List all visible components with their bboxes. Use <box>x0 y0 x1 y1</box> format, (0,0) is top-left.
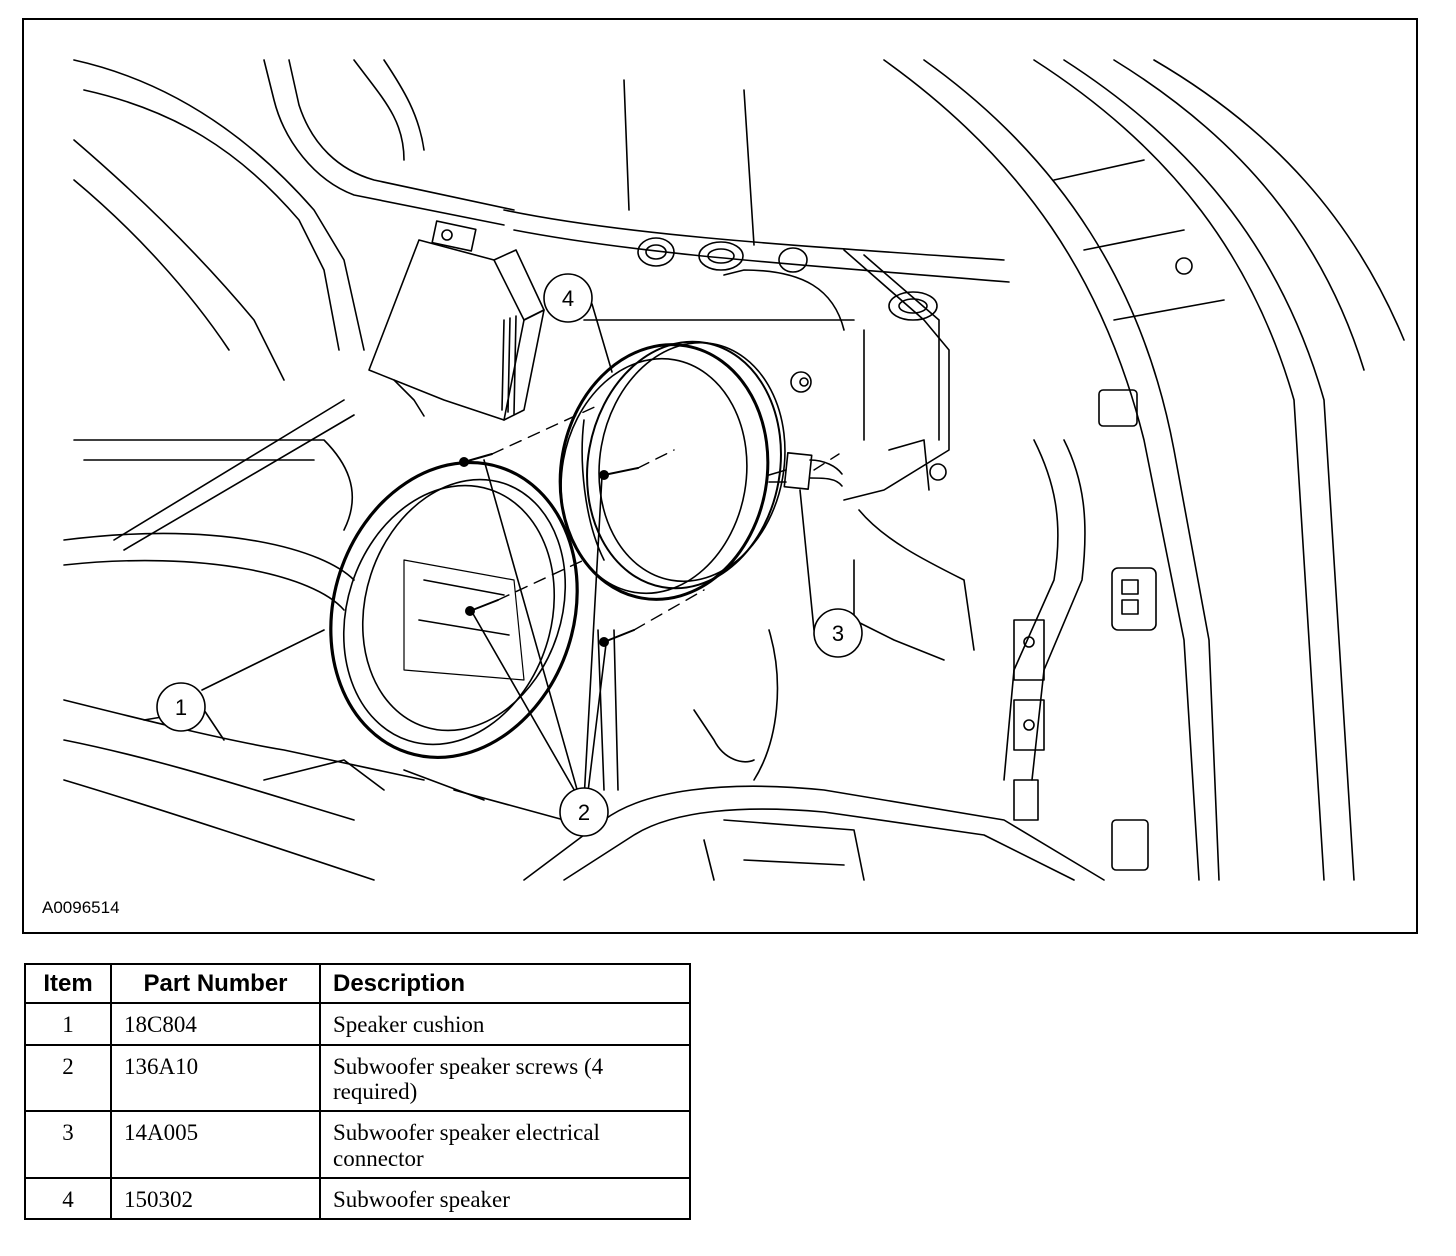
parts-table-header-row: Item Part Number Description <box>24 962 691 1005</box>
callout-3-label: 3 <box>832 621 844 646</box>
leader-lines <box>201 303 815 801</box>
header-part-number: Part Number <box>110 962 321 1005</box>
header-item: Item <box>24 962 112 1005</box>
description-cell: Speaker cushion <box>319 1002 691 1046</box>
part-number-cell: 136A10 <box>110 1043 321 1113</box>
table-row: 2 136A10 Subwoofer speaker screws (4 req… <box>24 1043 691 1113</box>
part-number-cell: 150302 <box>110 1176 321 1221</box>
callout-2: 2 <box>559 787 609 837</box>
description-cell: Subwoofer speaker <box>319 1176 691 1221</box>
description-cell: Subwoofer speaker electrical connector <box>319 1110 691 1179</box>
callout-2-label: 2 <box>578 800 590 825</box>
speaker-electrical-connector <box>768 452 843 490</box>
speaker-cushion <box>329 461 579 759</box>
item-cell: 3 <box>24 1110 112 1179</box>
description-cell: Subwoofer speaker screws (4 required) <box>319 1043 691 1113</box>
header-description: Description <box>319 962 691 1005</box>
callout-1: 1 <box>156 682 206 732</box>
parts-table: Item Part Number Description 1 18C804 Sp… <box>24 962 691 1221</box>
amplifier-module <box>368 220 545 421</box>
callout-4-label: 4 <box>562 286 574 311</box>
figure-frame: 1 2 3 4 A0096514 <box>22 18 1418 934</box>
item-cell: 4 <box>24 1176 112 1221</box>
callout-1-label: 1 <box>175 695 187 720</box>
callout-3: 3 <box>813 608 863 658</box>
table-row: 1 18C804 Speaker cushion <box>24 1002 691 1046</box>
subwoofer-speaker <box>558 340 786 601</box>
item-cell: 1 <box>24 1002 112 1046</box>
alignment-lines <box>491 404 840 631</box>
vehicle-body-linework <box>63 59 1405 881</box>
figure-id: A0096514 <box>42 898 120 917</box>
table-row: 3 14A005 Subwoofer speaker electrical co… <box>24 1110 691 1179</box>
part-number-cell: 14A005 <box>110 1110 321 1179</box>
item-cell: 2 <box>24 1043 112 1113</box>
callout-4: 4 <box>543 273 593 323</box>
speaker-screws <box>459 453 639 647</box>
subwoofer-exploded-view-illustration: 1 2 3 4 <box>63 59 1405 881</box>
part-number-cell: 18C804 <box>110 1002 321 1046</box>
table-row: 4 150302 Subwoofer speaker <box>24 1176 691 1221</box>
